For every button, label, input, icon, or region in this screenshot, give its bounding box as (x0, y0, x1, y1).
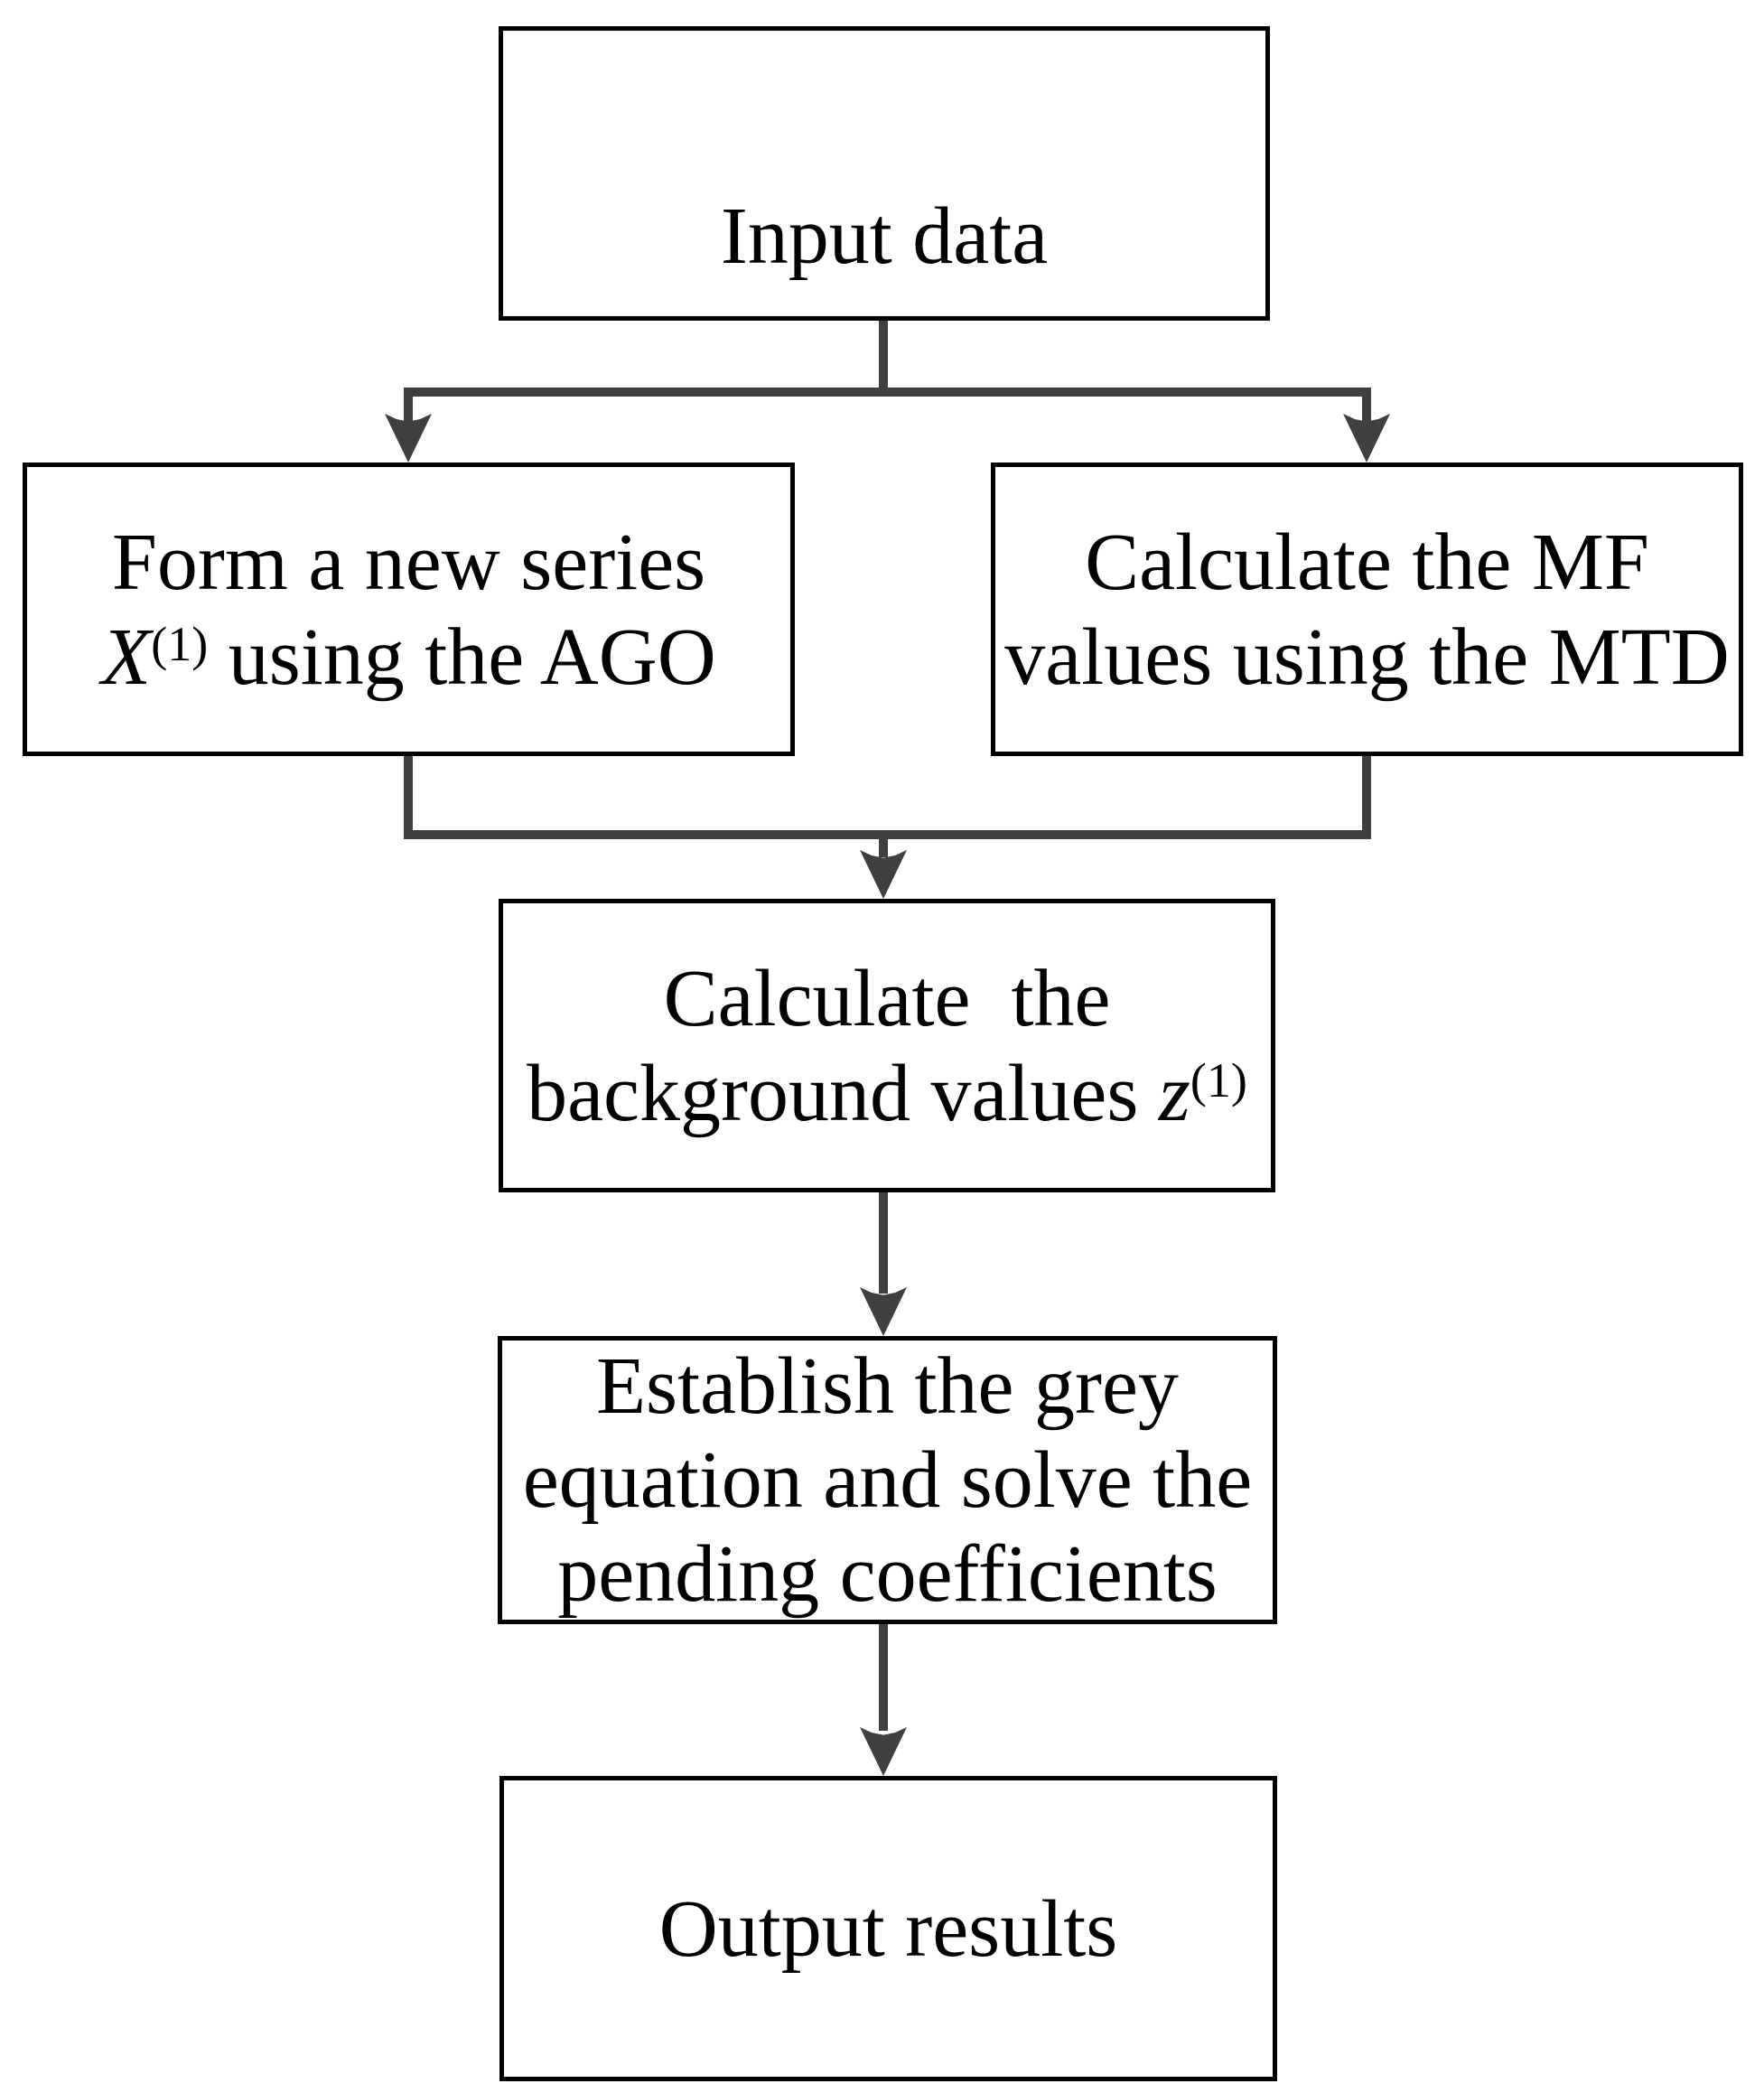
background-line-2-pre: background values (527, 1048, 1159, 1138)
ago-line-2: X(1) using the AGO (101, 610, 715, 705)
math-symbol-z: z (1158, 1048, 1190, 1138)
connector-grey-to-output (879, 1624, 888, 1731)
connector-merge-right-drop (1362, 756, 1371, 839)
superscript-1: (1) (1190, 1052, 1247, 1107)
input-data-label: Input data (720, 192, 1049, 281)
arrowhead-down-icon (860, 1287, 907, 1336)
connector-merge-center-stem (879, 830, 888, 857)
arrowhead-down-icon (860, 1727, 907, 1776)
superscript-1: (1) (151, 616, 209, 671)
node-background-values: Calculate the background values z(1) (499, 899, 1275, 1192)
connector-split-horizontal (404, 388, 1371, 397)
connector-split-left-drop (404, 397, 413, 422)
mtd-line-2: values using the MTD (1004, 612, 1730, 702)
output-results-label: Output results (658, 1883, 1118, 1974)
grey-line-1: Establish the grey (596, 1341, 1179, 1431)
grey-line-3: pending coefficients (557, 1528, 1218, 1619)
node-form-new-series-ago: Form a new series X(1) using the AGO (23, 463, 795, 756)
background-line-2: background values z(1) (527, 1046, 1247, 1141)
node-calculate-mf-mtd: Calculate the MF values using the MTD (991, 463, 1743, 756)
mtd-line-1: Calculate the MF (1085, 517, 1649, 607)
math-symbol-x: X (101, 612, 152, 702)
node-input-data: Input data (499, 26, 1270, 321)
connector-bg-to-grey (879, 1192, 888, 1294)
ago-line-2-rest: using the AGO (208, 612, 716, 702)
background-line-1: Calculate the (663, 953, 1111, 1043)
connector-split-right-drop (1362, 397, 1371, 422)
arrowhead-down-icon (860, 850, 907, 899)
node-output-results: Output results (499, 1776, 1277, 2081)
ago-line-1: Form a new series (111, 517, 706, 607)
grey-line-2: equation and solve the (522, 1434, 1253, 1525)
connector-input-stem (879, 321, 888, 394)
connector-merge-left-drop (404, 756, 413, 839)
node-grey-equation: Establish the grey equation and solve th… (498, 1336, 1277, 1624)
